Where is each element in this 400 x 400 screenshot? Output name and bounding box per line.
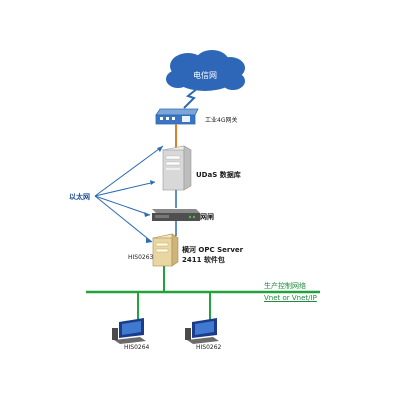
cloud-icon xyxy=(166,50,245,91)
gateway-icon xyxy=(155,108,199,125)
database-server-icon xyxy=(162,145,192,191)
workstation-tag: HIS0264 xyxy=(124,344,150,351)
ethernet-arrowheads xyxy=(144,146,163,243)
server-label-line1: 横河 OPC Server xyxy=(182,246,244,254)
ethernet-label: 以太网 xyxy=(69,193,90,201)
database-label: UDaS 数据库 xyxy=(196,171,241,179)
workstation-icon xyxy=(112,318,146,344)
opc-server-icon xyxy=(152,233,179,267)
ethernet-arrows xyxy=(94,145,164,243)
production-network-label: 生产控制网络 xyxy=(264,282,306,290)
wireless-link-bolt xyxy=(183,87,199,109)
workstation-icon xyxy=(185,318,219,344)
switch-label: 网闸 xyxy=(200,213,214,221)
cloud-label: 电信网 xyxy=(193,71,217,80)
switch-icon xyxy=(152,209,200,221)
server-label-line2: 2411 软件包 xyxy=(182,256,225,264)
gateway-label: 工业4G网关 xyxy=(205,117,238,124)
server-tag: HIS0263 xyxy=(128,254,154,261)
workstation-tag: HIS0262 xyxy=(196,344,222,351)
production-network-sublabel: Vnet or Vnet/IP xyxy=(264,294,317,302)
